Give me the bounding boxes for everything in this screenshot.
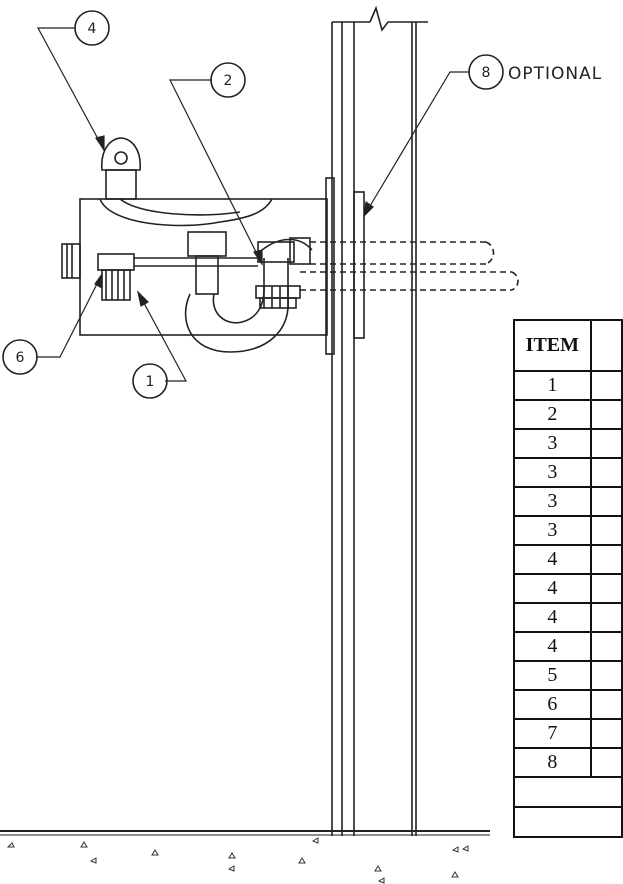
item-column-header: ITEM [513,319,592,372]
item-number-cell: 1 [513,370,592,401]
callout-4-label: 4 [88,21,97,37]
table-row: 8 [513,747,623,778]
item-number-cell: 3 [513,457,592,488]
table-row: 3 [513,486,623,517]
description-cell [589,689,623,720]
description-cell [589,428,623,459]
item-number-cell: 4 [513,602,592,633]
callout-8-label: 8 [482,65,491,81]
through-wall-pipes [300,241,519,291]
table-row: 3 [513,515,623,546]
mounting-plate [325,177,335,355]
description-cell [589,573,623,604]
description-cell [589,747,623,778]
description-cell [589,544,623,575]
valve-assembly [97,253,258,301]
table-row: 5 [513,660,623,691]
floor-line [0,830,490,836]
table-row: 4 [513,631,623,662]
footer-row-1 [513,776,623,808]
table-row: 7 [513,718,623,749]
footer-cell [513,776,623,808]
item-number-cell: 3 [513,486,592,517]
callout-6-label: 6 [16,350,25,366]
item-number-cell: 7 [513,718,592,749]
table-row: 4 [513,573,623,604]
description-cell [589,370,623,401]
description-cell [589,718,623,749]
callout-leaders [36,27,470,382]
description-cell [589,486,623,517]
optional-backing-plate [353,191,365,339]
callout-6-circle [2,339,38,375]
item-number-cell: 3 [513,428,592,459]
supply-fittings [255,285,301,309]
table-row: 3 [513,457,623,488]
description-cell [589,602,623,633]
footer-row-2 [513,806,623,838]
item-number-cell: 4 [513,544,592,575]
callout-1-label: 1 [146,374,155,390]
table-row: 1 [513,370,623,401]
description-cell [589,515,623,546]
table-row: 4 [513,544,623,575]
p-trap [184,231,313,353]
description-cell [589,660,623,691]
bubbler-head [101,137,141,200]
callout-8-circle [468,54,504,90]
parts-table-header-row: ITEM [513,319,623,372]
concrete-hatch [6,837,469,884]
item-number-cell: 5 [513,660,592,691]
item-number-cell: 2 [513,399,592,430]
optional-label: OPTIONAL [508,64,602,84]
item-number-cell: 8 [513,747,592,778]
table-row: 4 [513,602,623,633]
description-column-header [589,319,623,372]
table-row: 3 [513,428,623,459]
table-row: 6 [513,689,623,720]
fixture-housing [61,198,328,336]
item-number-cell: 4 [513,573,592,604]
footer-cell [513,806,623,838]
item-number-cell: 3 [513,515,592,546]
description-cell [589,457,623,488]
callout-4-circle [74,10,110,46]
item-number-cell: 4 [513,631,592,662]
item-number-cell: 6 [513,689,592,720]
callout-2-label: 2 [224,73,233,89]
wall-section [331,5,428,836]
description-cell [589,399,623,430]
description-cell [589,631,623,662]
table-row: 2 [513,399,623,430]
callout-2-circle [210,62,246,98]
callout-1-circle [132,363,168,399]
